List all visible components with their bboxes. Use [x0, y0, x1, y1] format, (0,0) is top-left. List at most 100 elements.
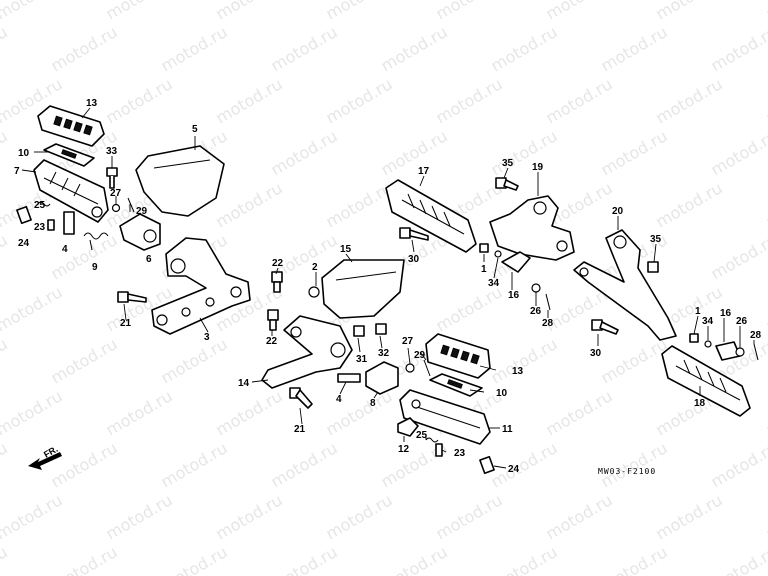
watermark-text: motod.ru — [378, 22, 451, 75]
callout-7: 7 — [14, 166, 20, 177]
callout-25-center: 25 — [416, 430, 428, 441]
watermark-text: motod.ru — [433, 0, 506, 23]
watermark-text: motod.ru — [158, 22, 231, 75]
watermark-text: motod.ru — [0, 438, 11, 491]
watermark-text: motod.ru — [708, 22, 768, 75]
watermark-text: motod.ru — [103, 74, 176, 127]
callout-21-center: 21 — [294, 424, 306, 435]
watermark-text: motod.ru — [48, 334, 121, 387]
callout-22-upper: 22 — [272, 258, 284, 269]
watermark-text: motod.ru — [708, 230, 768, 283]
footpeg-left-drawing — [33, 159, 109, 223]
watermark-text: motod.ru — [103, 0, 176, 23]
footpeg-right-lower-drawing — [661, 345, 751, 417]
footpeg-plate-center-drawing — [429, 373, 483, 397]
callout-23-left: 23 — [34, 222, 46, 233]
collar-drawing — [308, 286, 320, 298]
watermark-text: motod.ru — [708, 438, 768, 491]
watermark-text: motod.ru — [488, 22, 561, 75]
watermark-text: motod.ru — [323, 0, 396, 23]
callout-1-lower: 1 — [695, 306, 701, 317]
watermark-text: motod.ru — [763, 490, 768, 543]
watermark-text: motod.ru — [48, 542, 121, 576]
footpeg-right-upper-drawing — [385, 179, 477, 253]
callout-6: 6 — [146, 254, 152, 265]
watermark-text: motod.ru — [213, 0, 286, 23]
callout-21-left: 21 — [120, 318, 132, 329]
callout-3: 3 — [204, 332, 210, 343]
watermark-text: motod.ru — [763, 178, 768, 231]
watermark-text: motod.ru — [543, 386, 616, 439]
watermark-text: motod.ru — [0, 490, 66, 543]
callout-5: 5 — [192, 124, 198, 135]
watermark-text: motod.ru — [158, 334, 231, 387]
watermark-text: motod.ru — [598, 438, 671, 491]
watermark-text: motod.ru — [158, 438, 231, 491]
watermark-text: motod.ru — [0, 0, 66, 23]
watermark-text: motod.ru — [0, 230, 11, 283]
watermark-text: motod.ru — [323, 74, 396, 127]
hardware-left-drawing — [16, 167, 161, 251]
watermark-text: motod.ru — [598, 542, 671, 576]
watermark-text: motod.ru — [323, 386, 396, 439]
footpeg-center-drawing — [399, 389, 491, 445]
part-drawings — [16, 105, 759, 475]
callout-35-upper: 35 — [502, 158, 514, 169]
callout-26-lower: 26 — [736, 316, 748, 327]
step-bracket-center-drawing — [261, 315, 353, 389]
callout-16-upper: 16 — [508, 290, 520, 301]
watermark-text: motod.ru — [48, 230, 121, 283]
watermark-text: motod.ru — [0, 282, 66, 335]
direction-arrow-icon — [28, 452, 62, 470]
callout-9: 9 — [92, 262, 98, 273]
bolts-30-drawing — [399, 227, 619, 335]
watermark-text: motod.ru — [598, 22, 671, 75]
watermark-text: motod.ru — [268, 126, 341, 179]
footpeg-plate-left-drawing — [43, 143, 95, 167]
callout-24-center: 24 — [508, 464, 520, 475]
callout-23-center: 23 — [454, 448, 466, 459]
callout-4-left: 4 — [62, 244, 68, 255]
callout-35-lower: 35 — [650, 234, 662, 245]
watermark-text: motod.ru — [323, 178, 396, 231]
footpeg-rubber-center-drawing — [425, 333, 491, 379]
watermark-text: motod.ru — [763, 282, 768, 335]
callout-10-left: 10 — [18, 148, 30, 159]
callout-30-lower: 30 — [590, 348, 602, 359]
watermark-text: motod.ru — [488, 542, 561, 576]
watermark-text: motod.ru — [213, 74, 286, 127]
watermark-text: motod.ru — [653, 178, 726, 231]
leader-lines — [21, 107, 755, 469]
watermark-text: motod.ru — [0, 542, 11, 576]
watermark-text: motod.ru — [543, 74, 616, 127]
watermark-text: motod.ru — [0, 22, 11, 75]
watermark-text: motod.ru — [158, 542, 231, 576]
callout-27-left: 27 — [110, 188, 122, 199]
callout-29-center: 29 — [414, 350, 426, 361]
watermark-text: motod.ru — [653, 0, 726, 23]
callout-32: 32 — [378, 348, 390, 359]
callout-2: 2 — [312, 262, 318, 273]
watermark-text: motod.ru — [598, 334, 671, 387]
watermark-text: motod.ru — [433, 490, 506, 543]
watermark-text: motod.ru — [0, 126, 11, 179]
callout-1-upper: 1 — [481, 264, 487, 275]
callout-17: 17 — [418, 166, 430, 177]
heel-guard-left-drawing — [135, 145, 225, 217]
footpeg-rubber-left-drawing — [37, 105, 105, 147]
callout-33: 33 — [106, 146, 118, 157]
diagram-code: MW03-F2100 — [598, 467, 656, 476]
callout-13-left: 13 — [86, 98, 98, 109]
bolts-31-32-drawing — [353, 323, 387, 337]
callout-18: 18 — [694, 398, 706, 409]
watermark-text: motod.ru — [763, 74, 768, 127]
watermark-text: motod.ru — [103, 490, 176, 543]
callout-16-lower: 16 — [720, 308, 732, 319]
watermark-text: motod.ru — [48, 438, 121, 491]
watermark-text: motod.ru — [378, 542, 451, 576]
watermark-text: motod.ru — [268, 438, 341, 491]
step-bracket-right-lower-drawing — [573, 229, 677, 341]
watermark-text: motod.ru — [433, 74, 506, 127]
callout-8: 8 — [370, 398, 376, 409]
